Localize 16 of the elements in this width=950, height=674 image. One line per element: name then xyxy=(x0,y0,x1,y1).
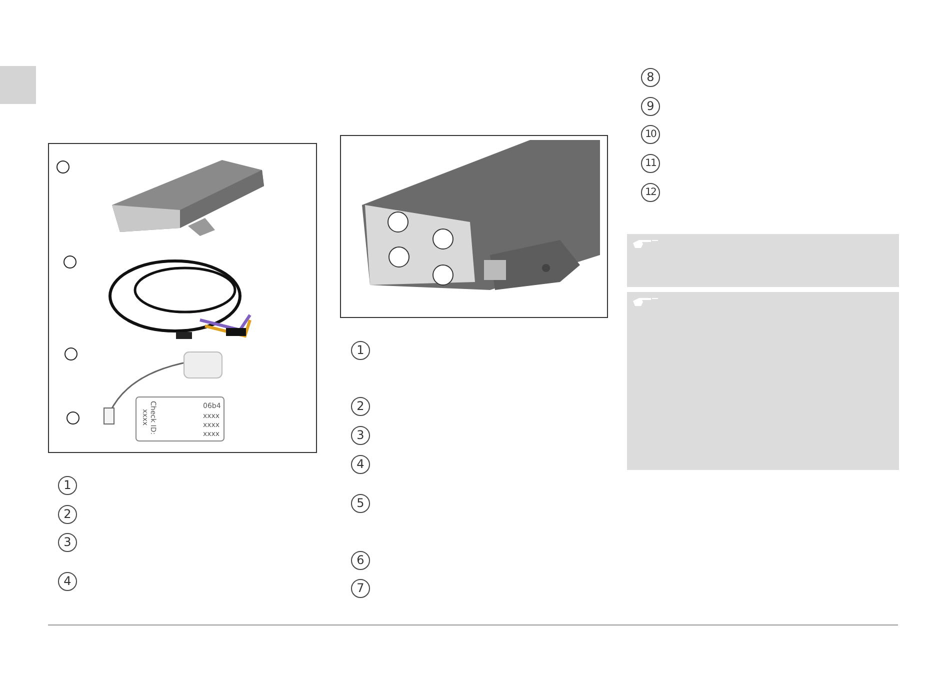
callout-number: 2 xyxy=(58,505,77,524)
callout-number: 12 xyxy=(641,183,660,202)
callout-number: 4 xyxy=(58,572,77,591)
callout-number: 5 xyxy=(351,494,370,513)
callout-number: 8 xyxy=(641,68,660,87)
callout-number: 1 xyxy=(58,476,77,495)
callout-number: 7 xyxy=(351,579,370,598)
callout-number: 6 xyxy=(351,551,370,570)
callout-number: 11 xyxy=(641,154,660,173)
callout-number: 9 xyxy=(641,97,660,116)
callout-number: 4 xyxy=(351,455,370,474)
callout-number: 1 xyxy=(351,341,370,360)
callout-number: 10 xyxy=(641,125,660,144)
callout-number: 3 xyxy=(58,533,77,552)
callout-number: 2 xyxy=(351,397,370,416)
callout-number: 3 xyxy=(351,426,370,445)
